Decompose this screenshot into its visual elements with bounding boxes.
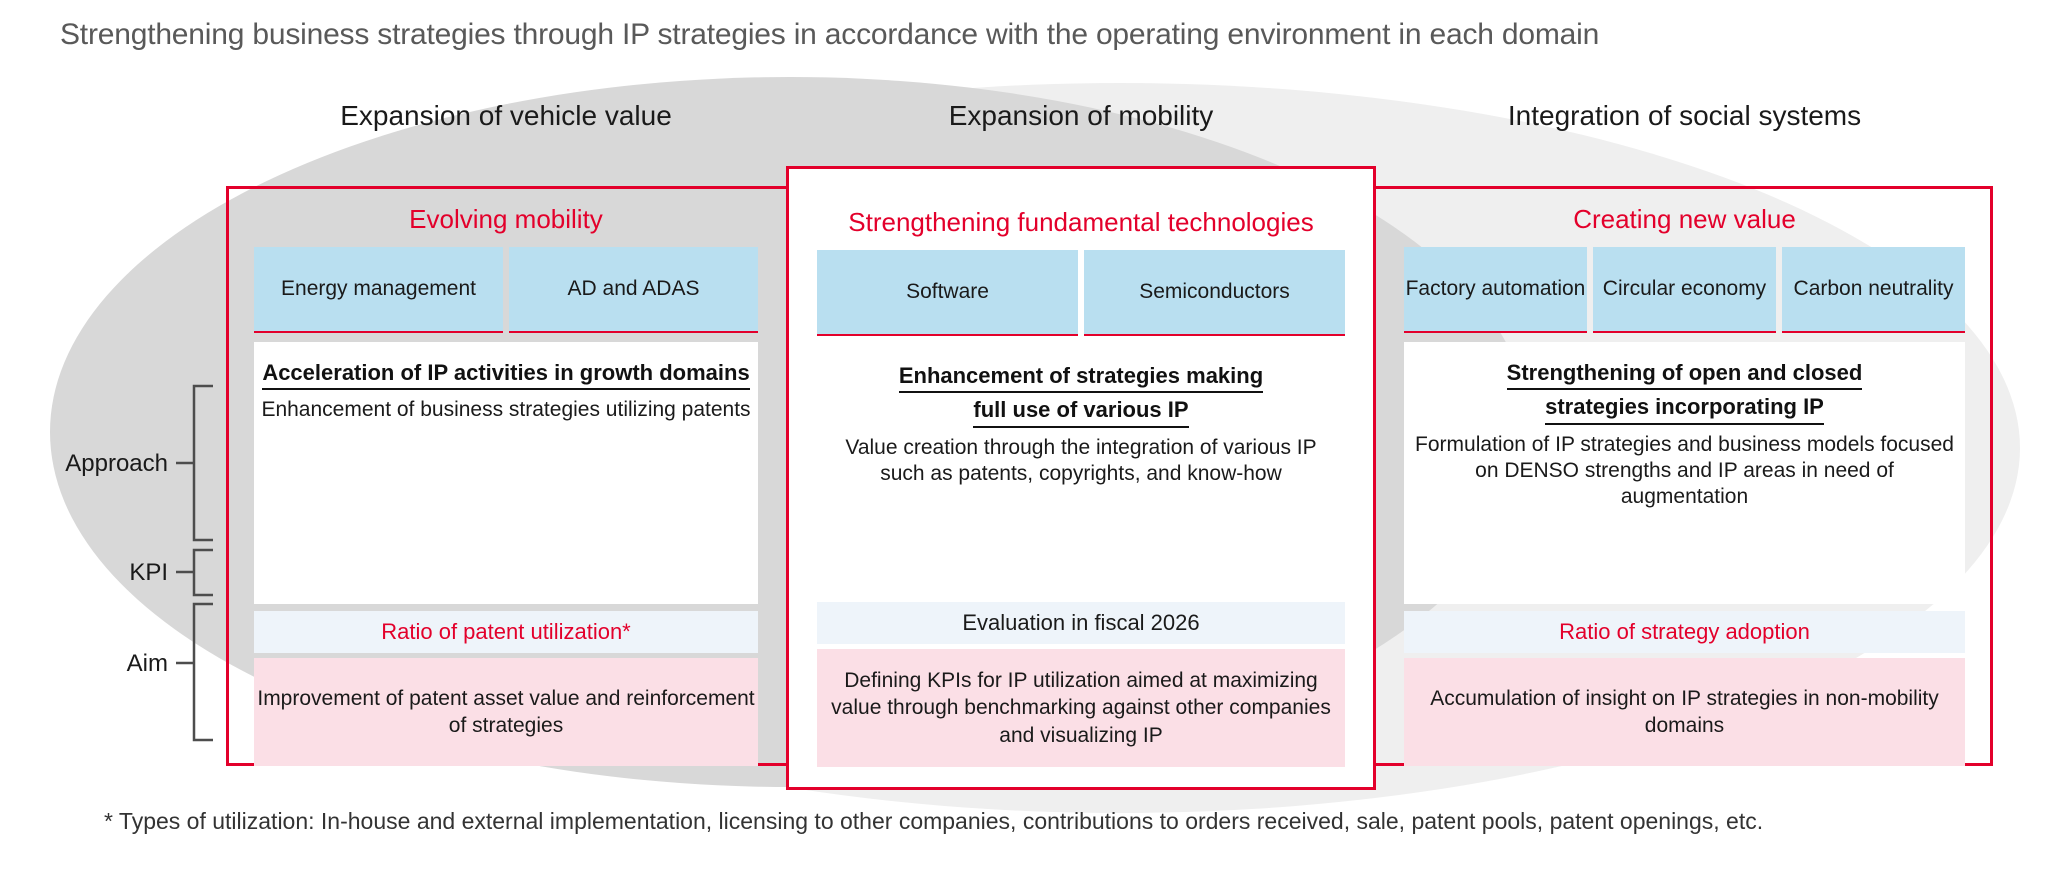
column-social-systems: Creating new value Factory automation Ci… <box>1376 186 1993 766</box>
approach-heading-line: Enhancement of strategies making <box>898 361 1264 394</box>
aim-box: Accumulation of insight on IP strategies… <box>1404 658 1965 766</box>
approach-body: Enhancement of business strategies utili… <box>261 398 751 422</box>
kpi-box: Evaluation in fiscal 2026 <box>817 602 1345 644</box>
row-label-aim: Aim <box>126 650 168 677</box>
approach-box: Strengthening of open and closed strateg… <box>1404 341 1965 604</box>
aim-box: Defining KPIs for IP utilization aimed a… <box>817 649 1345 767</box>
tag-box[interactable]: Semiconductors <box>1084 249 1345 336</box>
tag-box[interactable]: AD and ADAS <box>509 246 758 333</box>
approach-box: Acceleration of IP activities in growth … <box>254 341 758 604</box>
column-subtitle: Strengthening fundamental technologies <box>848 207 1314 237</box>
tag-box[interactable]: Circular economy <box>1593 246 1776 333</box>
row-label-kpi: KPI <box>129 559 168 586</box>
page-title: Strengthening business strategies throug… <box>60 18 1600 51</box>
domain-header-mobility: Expansion of mobility <box>948 100 1214 131</box>
column-mobility: Strengthening fundamental technologies S… <box>786 166 1376 790</box>
kpi-box: Ratio of strategy adoption <box>1404 611 1965 653</box>
tag-row: Software Semiconductors <box>817 249 1345 336</box>
approach-box: Enhancement of strategies making full us… <box>817 345 1345 595</box>
approach-body: Value creation through the integration o… <box>845 435 1317 485</box>
tag-box[interactable]: Factory automation <box>1404 246 1587 333</box>
approach-heading: Strengthening of open and closed strateg… <box>1506 358 1863 427</box>
approach-heading-line: full use of various IP <box>973 395 1189 428</box>
aim-box: Improvement of patent asset value and re… <box>254 658 758 766</box>
tag-row: Factory automation Circular economy Carb… <box>1404 246 1965 333</box>
domain-header-social-systems: Integration of social systems <box>1507 100 1862 131</box>
tag-box[interactable]: Software <box>817 249 1078 336</box>
approach-heading-line: Acceleration of IP activities in growth … <box>262 358 750 391</box>
domain-header-vehicle-value: Expansion of vehicle value <box>340 100 672 131</box>
kpi-box: Ratio of patent utilization* <box>254 611 758 653</box>
column-vehicle-value: Evolving mobility Energy management AD a… <box>226 186 786 766</box>
tag-box[interactable]: Energy management <box>254 246 503 333</box>
approach-body: Formulation of IP strategies and busines… <box>1415 432 1954 509</box>
tag-box[interactable]: Carbon neutrality <box>1782 246 1965 333</box>
column-subtitle: Creating new value <box>1573 204 1796 234</box>
footnote: * Types of utilization: In-house and ext… <box>104 808 1764 834</box>
approach-heading: Enhancement of strategies making full us… <box>898 361 1264 430</box>
tag-row: Energy management AD and ADAS <box>254 246 758 333</box>
approach-heading-line: strategies incorporating IP <box>1545 392 1824 425</box>
approach-heading: Acceleration of IP activities in growth … <box>262 358 750 392</box>
approach-heading-line: Strengthening of open and closed <box>1506 358 1863 391</box>
column-subtitle: Evolving mobility <box>409 204 603 234</box>
row-label-approach: Approach <box>65 450 168 477</box>
